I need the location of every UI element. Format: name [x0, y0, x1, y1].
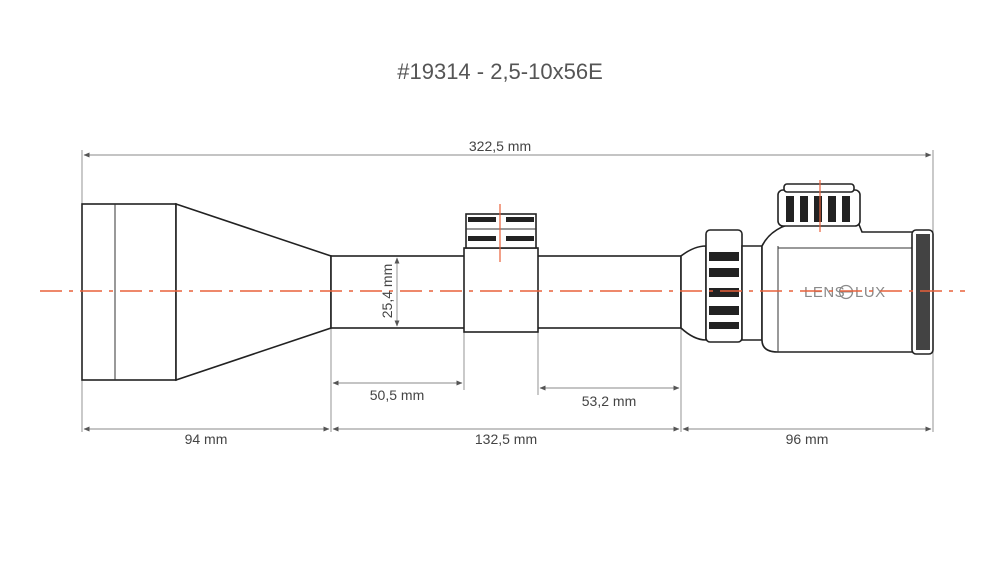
page-title: #19314 - 2,5-10x56E	[397, 59, 603, 84]
eyepiece-length-label: 96 mm	[786, 431, 829, 447]
focus-knurling	[916, 234, 930, 350]
objective-length-label: 94 mm	[185, 431, 228, 447]
brand-logo: LENS LUX	[804, 284, 886, 301]
tube-diameter-label: 25,4 mm	[379, 264, 395, 318]
overall-length-label: 322,5 mm	[469, 138, 531, 154]
dim-overall: 322,5 mm	[83, 138, 932, 158]
rear-mount-length-label: 53,2 mm	[582, 393, 636, 409]
objective-cone	[175, 202, 332, 382]
objective-bell	[81, 203, 177, 381]
scope-body: LENS LUX	[81, 183, 934, 382]
logo-text-b: LUX	[855, 284, 886, 301]
dim-front-mount: 50,5 mm	[332, 380, 463, 403]
dim-bottom: 94 mm 132,5 mm 96 mm	[83, 426, 932, 447]
dim-rear-mount: 53,2 mm	[539, 385, 680, 409]
front-mount-length-label: 50,5 mm	[370, 387, 424, 403]
eyepiece-transition	[680, 245, 707, 341]
dim-tube-diameter: 25,4 mm	[379, 257, 400, 327]
front-mount-ring	[463, 247, 539, 333]
illumination-knurling	[786, 196, 850, 222]
middle-length-label: 132,5 mm	[475, 431, 537, 447]
turret-knurling	[468, 217, 534, 241]
logo-text-a: LENS	[804, 284, 845, 301]
magnification-knurling	[709, 252, 739, 329]
